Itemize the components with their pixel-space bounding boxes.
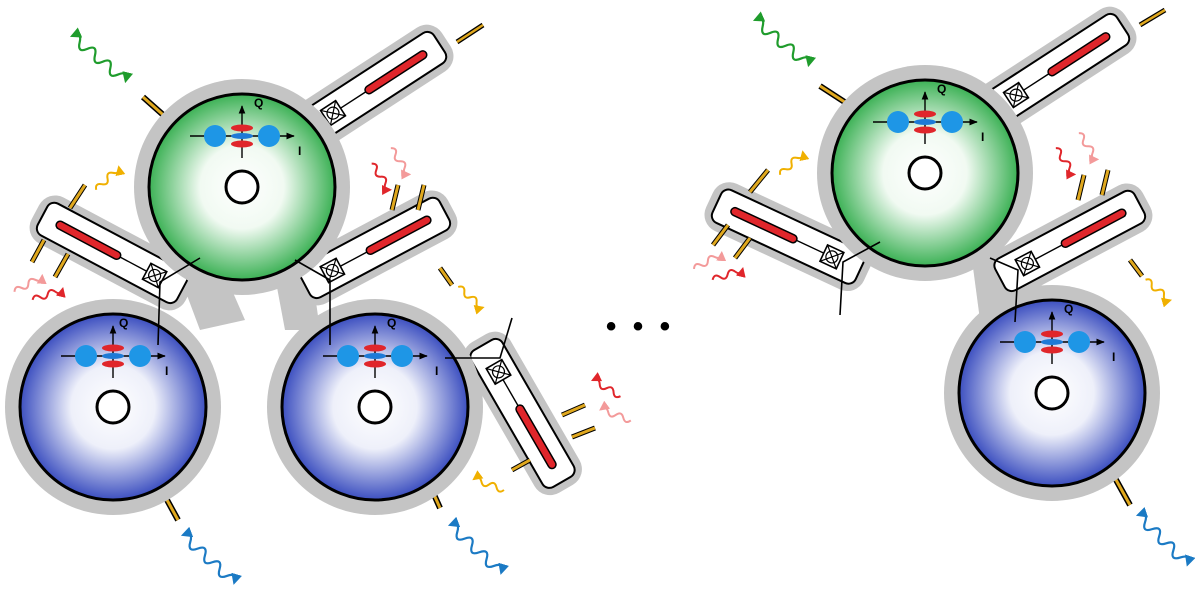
- microwave-signal-blue-icon: [1135, 507, 1195, 567]
- microwave-signal-green-icon: [69, 27, 134, 84]
- drive-pulse-yellow-icon: [472, 470, 505, 493]
- cavity-blue-left: Q I: [3, 297, 223, 517]
- q-axis-label: Q: [1064, 302, 1073, 316]
- i-axis-label: I: [1112, 350, 1115, 364]
- drive-pulse-red-icon: [371, 147, 412, 195]
- cavity-blue-mid: Q I: [265, 297, 485, 517]
- i-axis-label: I: [165, 364, 168, 378]
- i-axis-label: I: [981, 130, 984, 144]
- left-network: Q I Q I Q I: [3, 16, 632, 585]
- q-axis-label: Q: [387, 316, 396, 330]
- q-axis-label: Q: [937, 82, 946, 96]
- q-axis-label: Q: [119, 316, 128, 330]
- drive-pulse-red-icon: [590, 372, 632, 424]
- i-axis-label: I: [298, 144, 301, 158]
- continuation-ellipsis: • • •: [606, 310, 674, 343]
- drive-pulse-red-icon: [13, 273, 66, 301]
- microwave-signal-blue-icon: [180, 526, 242, 585]
- q-axis-label: Q: [254, 96, 263, 110]
- drive-pulse-red-icon: [1055, 132, 1100, 180]
- microwave-signal-blue-icon: [447, 516, 509, 575]
- cavity-green-left: Q I: [132, 77, 352, 297]
- cavity-blue-right: Q I: [942, 283, 1162, 503]
- drive-pulse-yellow-icon: [1145, 278, 1172, 308]
- cavity-green-right: Q I: [815, 63, 1035, 283]
- drive-pulse-red-icon: [693, 250, 746, 281]
- drive-pulse-yellow-icon: [95, 165, 126, 191]
- drive-pulse-yellow-icon: [457, 285, 485, 315]
- microwave-signal-green-icon: [752, 11, 817, 68]
- i-axis-label: I: [435, 364, 438, 378]
- right-network: Q I Q I: [693, 0, 1195, 567]
- drive-pulse-yellow-icon: [779, 150, 810, 176]
